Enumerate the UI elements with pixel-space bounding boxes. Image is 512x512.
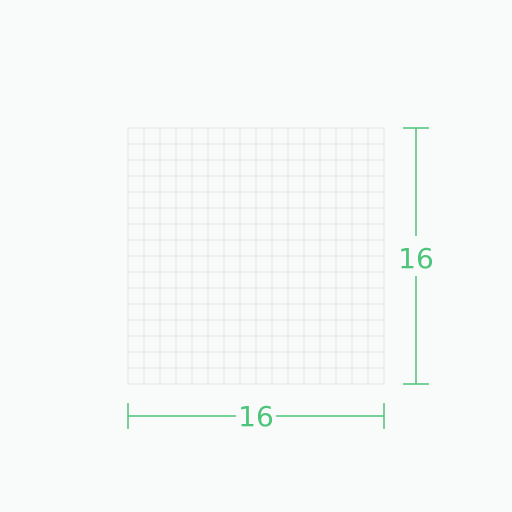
height-dimension: 16	[398, 127, 434, 385]
height-label: 16	[398, 242, 434, 275]
grid	[127, 127, 385, 385]
width-label: 16	[238, 400, 274, 433]
width-dimension: 16	[127, 400, 385, 433]
